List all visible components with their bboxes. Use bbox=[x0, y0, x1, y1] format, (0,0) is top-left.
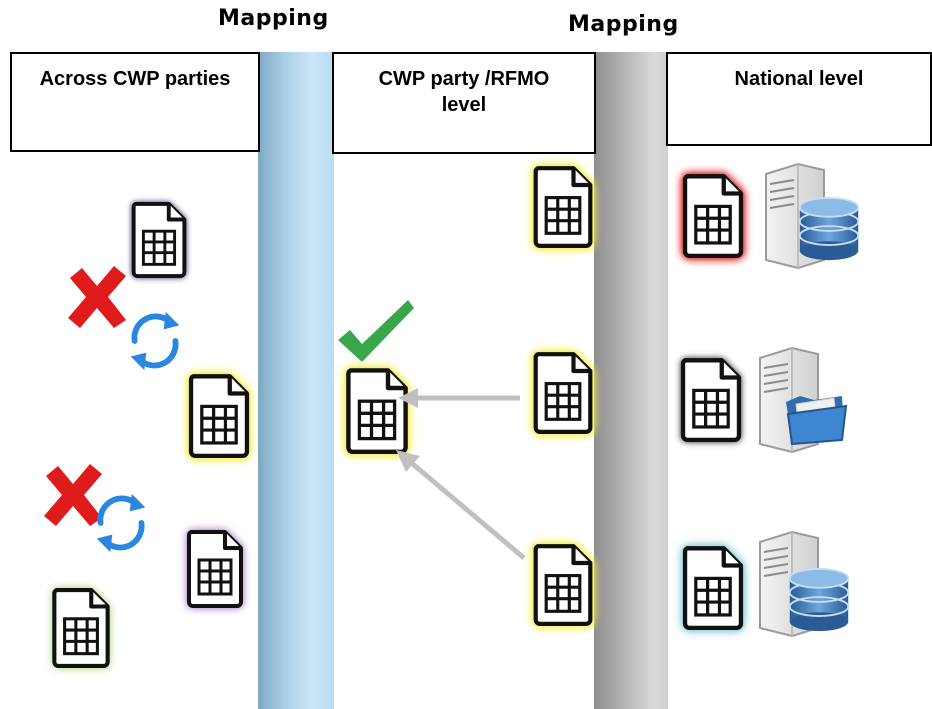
spreadsheet-document-icon bbox=[676, 544, 750, 630]
column-party-level-line2: level bbox=[441, 94, 487, 116]
sync-icon bbox=[86, 488, 156, 556]
spreadsheet-document-icon bbox=[182, 528, 248, 608]
column-party-level: CWP party /RFMO level bbox=[332, 52, 596, 154]
spreadsheet-document-icon bbox=[526, 542, 600, 626]
column-national-level-label: National level bbox=[734, 68, 864, 90]
spreadsheet-document-icon bbox=[184, 372, 254, 458]
mapping-band-blue bbox=[258, 52, 334, 709]
server-database-icon bbox=[765, 163, 860, 269]
checkmark-icon bbox=[338, 300, 414, 362]
column-national-level: National level bbox=[666, 52, 932, 146]
spreadsheet-document-icon bbox=[526, 164, 600, 248]
mapping-arrow bbox=[396, 450, 526, 560]
mapping-band-gray bbox=[594, 52, 668, 709]
spreadsheet-document-icon bbox=[131, 201, 187, 278]
sync-icon bbox=[120, 306, 190, 374]
mapping-header-right: Mapping bbox=[568, 12, 679, 37]
server-database-icon bbox=[759, 531, 850, 637]
mapping-header-left: Mapping bbox=[218, 6, 329, 31]
spreadsheet-document-icon bbox=[46, 586, 116, 668]
column-party-level-line1: CWP party /RFMO bbox=[378, 68, 550, 90]
spreadsheet-document-icon bbox=[526, 350, 600, 434]
column-across-parties: Across CWP parties bbox=[10, 52, 260, 152]
spreadsheet-document-icon bbox=[676, 172, 750, 258]
spreadsheet-document-icon bbox=[674, 356, 748, 442]
mapping-arrow bbox=[398, 388, 520, 408]
column-across-parties-label: Across CWP parties bbox=[39, 68, 231, 90]
server-folder-icon bbox=[759, 347, 848, 453]
